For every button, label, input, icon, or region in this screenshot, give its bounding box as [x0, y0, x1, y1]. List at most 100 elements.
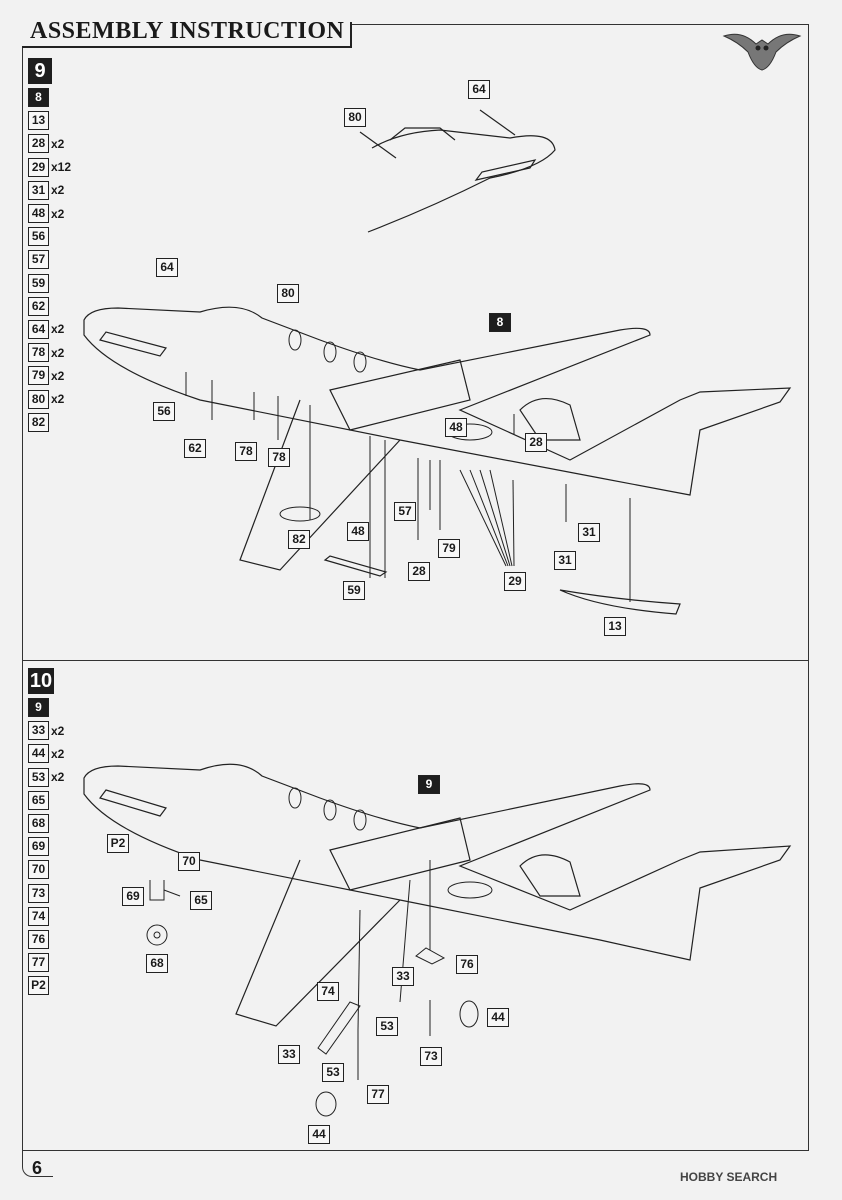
- callout-31b: 31: [554, 551, 576, 570]
- part-quantity: x2: [51, 183, 65, 198]
- callout-77: 77: [367, 1085, 389, 1104]
- callout-8: 8: [489, 313, 511, 332]
- callout-68: 68: [146, 954, 168, 973]
- part-number: 79: [28, 366, 49, 386]
- page-number: 6: [32, 1158, 43, 1178]
- part-number: 65: [28, 790, 49, 810]
- callout-69: 69: [122, 887, 144, 906]
- part-quantity: x12: [51, 160, 72, 175]
- part-number: 62: [28, 296, 49, 316]
- part-number: 56: [28, 227, 49, 247]
- part-number: 77: [28, 953, 49, 973]
- callout-78a: 78: [235, 442, 257, 461]
- callout-76: 76: [456, 955, 478, 974]
- part-row: 73: [28, 882, 64, 905]
- callout-28a: 28: [525, 433, 547, 452]
- callout-79: 79: [438, 539, 460, 558]
- callout-P2: P2: [107, 834, 129, 853]
- part-number: 13: [28, 111, 49, 131]
- step-9-number: 9: [28, 58, 52, 84]
- part-number: 59: [28, 273, 49, 293]
- callout-80-nose: 80: [344, 108, 366, 127]
- part-number: P2: [28, 976, 49, 996]
- title-divider: [350, 22, 352, 48]
- part-quantity: x2: [51, 392, 65, 407]
- part-number: 64: [28, 319, 49, 339]
- watermark: HOBBY SEARCH: [680, 1170, 778, 1184]
- part-number: 48: [28, 204, 49, 224]
- callout-56: 56: [153, 402, 175, 421]
- footer-corner: [22, 1150, 53, 1177]
- part-row: P2: [28, 974, 64, 997]
- part-row: 62: [28, 295, 71, 318]
- part-row: 59: [28, 272, 71, 295]
- part-number: 57: [28, 250, 49, 270]
- callout-80: 80: [277, 284, 299, 303]
- part-quantity: x2: [51, 368, 65, 383]
- callout-28b: 28: [408, 562, 430, 581]
- part-row: 65: [28, 789, 64, 812]
- part-row: 70: [28, 858, 64, 881]
- part-row: 9: [28, 696, 64, 719]
- callout-9: 9: [418, 775, 440, 794]
- part-row: 82: [28, 411, 71, 434]
- callout-31a: 31: [578, 523, 600, 542]
- part-number: 33: [28, 721, 49, 741]
- part-number: 80: [28, 389, 49, 409]
- callout-78b: 78: [268, 448, 290, 467]
- callout-33a: 33: [392, 967, 414, 986]
- step-divider: [22, 660, 808, 661]
- title-underline: [22, 46, 352, 48]
- callout-57: 57: [394, 502, 416, 521]
- callout-33b: 33: [278, 1045, 300, 1064]
- callout-73: 73: [420, 1047, 442, 1066]
- callout-64: 64: [156, 258, 178, 277]
- part-number: 69: [28, 837, 49, 857]
- part-row: 76: [28, 928, 64, 951]
- part-number: 78: [28, 343, 49, 363]
- part-quantity: x2: [51, 746, 65, 761]
- part-row: 77: [28, 951, 64, 974]
- part-row: 57: [28, 248, 71, 271]
- callout-59: 59: [343, 581, 365, 600]
- part-number: 76: [28, 929, 49, 949]
- part-quantity: x2: [51, 723, 65, 738]
- callout-48a: 48: [445, 418, 467, 437]
- callout-44a: 44: [487, 1008, 509, 1027]
- part-quantity: x2: [51, 322, 65, 337]
- part-row: 8: [28, 86, 71, 109]
- owl-logo-icon: [722, 33, 802, 71]
- callout-74: 74: [317, 982, 339, 1001]
- part-number: 44: [28, 744, 49, 764]
- part-row: 74: [28, 905, 64, 928]
- part-number: 31: [28, 180, 49, 200]
- frame-top-border: [352, 24, 808, 25]
- callout-53b: 53: [322, 1063, 344, 1082]
- part-number: 28: [28, 134, 49, 154]
- frame-left-border: [22, 48, 23, 1150]
- callout-44b: 44: [308, 1125, 330, 1144]
- part-number: 68: [28, 814, 49, 834]
- part-number: 9: [28, 698, 49, 718]
- part-number: 8: [28, 88, 49, 108]
- page-title: ASSEMBLY INSTRUCTION: [30, 18, 345, 44]
- part-quantity: x2: [51, 206, 65, 221]
- callout-48b: 48: [347, 522, 369, 541]
- part-number: 82: [28, 412, 49, 432]
- callout-29: 29: [504, 572, 526, 591]
- part-row: 69: [28, 835, 64, 858]
- callout-82: 82: [288, 530, 310, 549]
- part-number: 74: [28, 906, 49, 926]
